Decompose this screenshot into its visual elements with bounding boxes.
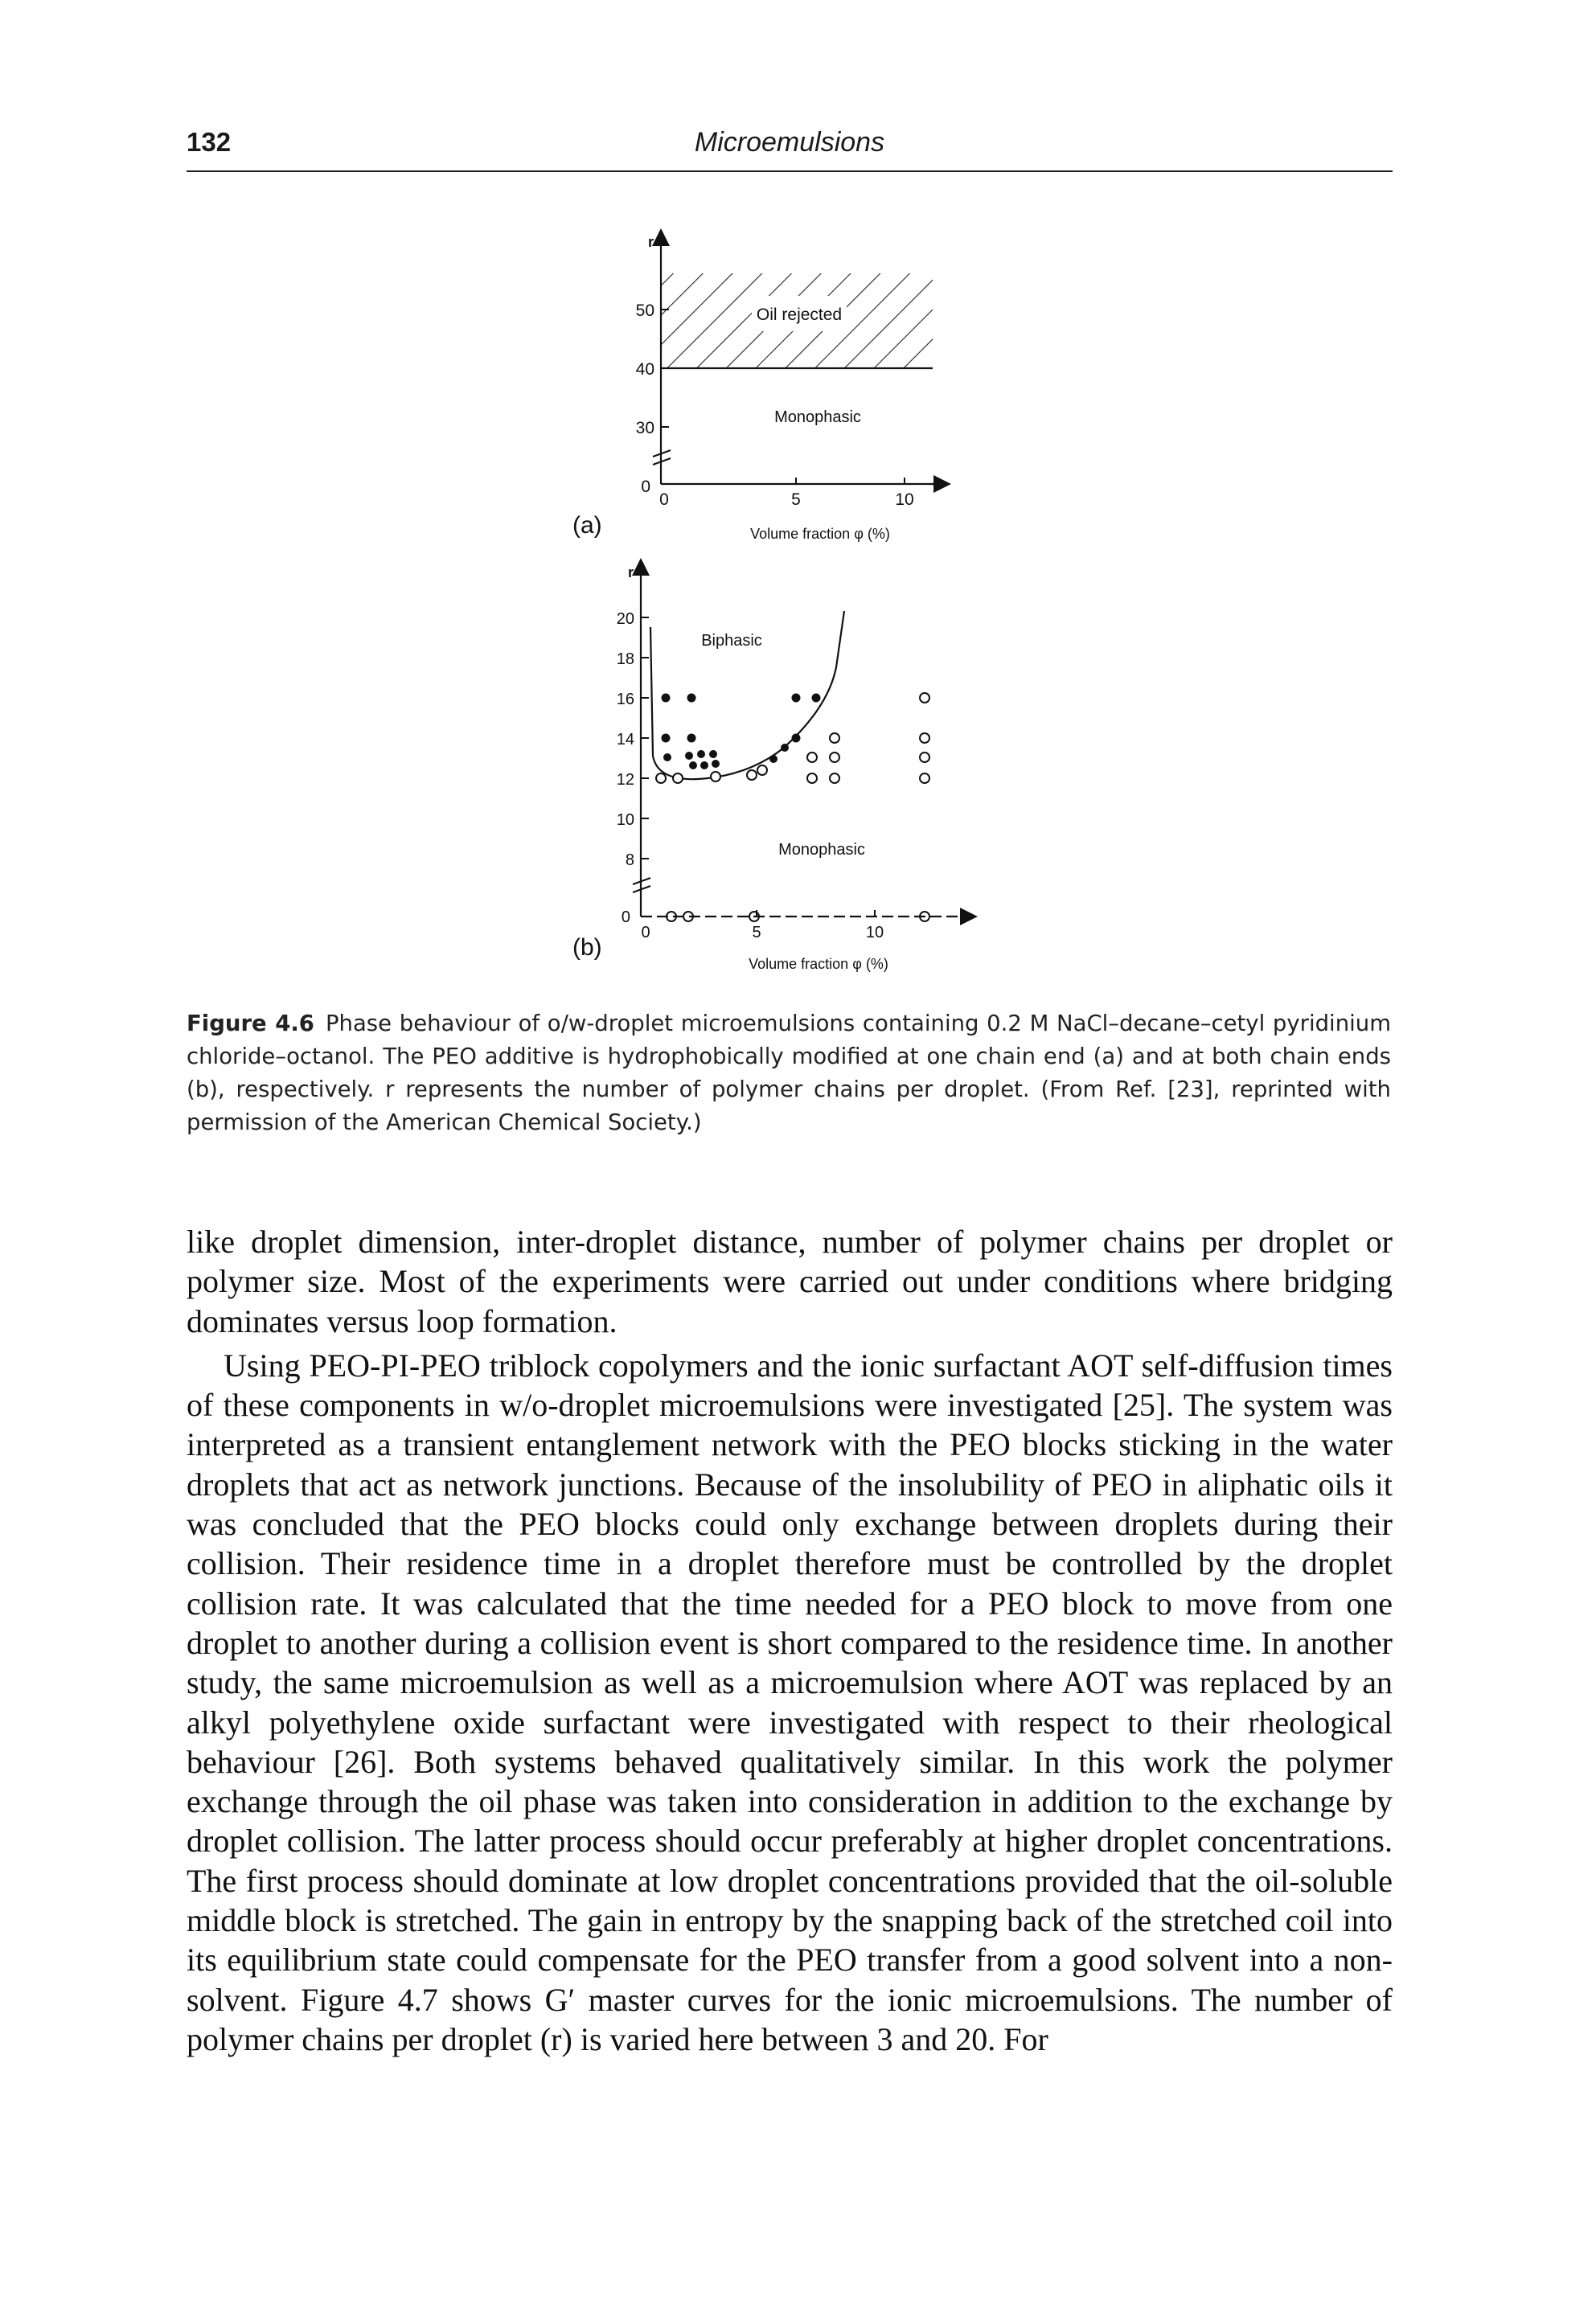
- y-tick-label-a-40: 40: [636, 360, 654, 379]
- paragraph: like droplet dimension, inter-droplet di…: [187, 1224, 1393, 1339]
- caption-text: Phase behaviour of o/w-droplet microemul…: [187, 1011, 1391, 1135]
- axis-break-b: [632, 877, 651, 885]
- panel-a: Oil rejected Monophasic r 50 40 30 0 0 5…: [572, 228, 951, 542]
- x-tick-label-a-5: 5: [791, 490, 801, 509]
- page-number: 132: [187, 127, 232, 157]
- open-data-points: [655, 692, 930, 922]
- y-tick-label-b-0: 0: [622, 908, 630, 926]
- y-tick-label-a-50: 50: [636, 301, 654, 320]
- panel-label-a: (a): [572, 512, 602, 539]
- panel-b: r 20 18 16 14 12 10 8 0 Biphasic Monopha…: [572, 558, 978, 972]
- y-axis-label-a: r: [648, 234, 654, 250]
- y-tick-label-b-18: 18: [617, 650, 634, 668]
- body-text: like droplet dimension, inter-droplet di…: [187, 1222, 1393, 2059]
- caption-label: Figure 4.6: [187, 1011, 314, 1036]
- y-tick-label-a-30: 30: [636, 419, 654, 437]
- x-tick-label-a-0: 0: [659, 490, 669, 509]
- region-label-biphasic: Biphasic: [701, 632, 762, 650]
- biphasic-boundary-curve: [649, 610, 846, 781]
- y-tick-label-b-10: 10: [617, 811, 634, 829]
- y-tick-label-b-8: 8: [626, 851, 634, 869]
- filled-data-points: [661, 693, 821, 769]
- x-tick-label-a-10: 10: [895, 490, 913, 509]
- figure-4-6: Oil rejected Monophasic r 50 40 30 0 0 5…: [572, 228, 978, 972]
- axis-break-a: [652, 449, 671, 457]
- region-label-oil-rejected: Oil rejected: [757, 306, 842, 324]
- region-label-monophasic-b: Monophasic: [778, 841, 865, 859]
- x-tick-label-b-10: 10: [866, 924, 884, 941]
- x-axis-label-b: Volume fraction φ (%): [749, 956, 888, 972]
- y-tick-marks-a: [661, 309, 669, 428]
- x-axis-label-a: Volume fraction φ (%): [750, 526, 890, 542]
- y-tick-marks-b: [641, 617, 649, 859]
- x-tick-label-b-5: 5: [752, 924, 761, 941]
- y-tick-label-b-14: 14: [617, 731, 634, 748]
- y-tick-label-b-20: 20: [617, 610, 634, 628]
- x-tick-label-b-0: 0: [641, 924, 650, 941]
- running-title: Microemulsions: [694, 127, 885, 158]
- y-tick-label-b-16: 16: [617, 691, 634, 708]
- y-axis-label-b: r: [628, 564, 634, 580]
- region-label-monophasic-a: Monophasic: [774, 408, 861, 426]
- y-tick-label-b-12: 12: [617, 771, 634, 789]
- panel-label-b: (b): [572, 934, 602, 961]
- page-header: 132 Microemulsions: [187, 121, 1393, 172]
- paragraph: Using PEO-PI-PEO triblock copolymers and…: [187, 1347, 1393, 2057]
- y-tick-label-a-0: 0: [641, 478, 650, 496]
